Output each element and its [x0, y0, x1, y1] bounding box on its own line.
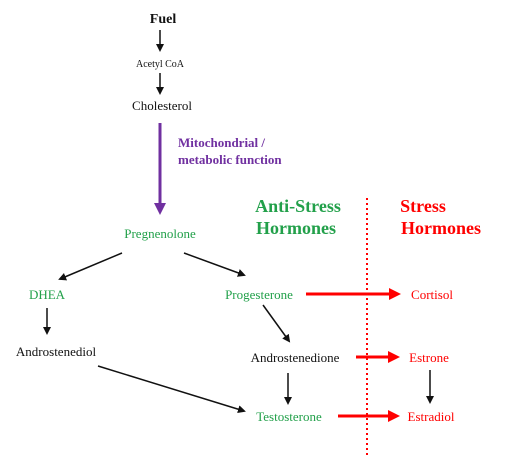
node-androstenediol: Androstenediol — [16, 344, 97, 359]
node-androstenedione: Androstenedione — [251, 350, 340, 365]
arrow-progesterone-to-androstenedione — [262, 304, 291, 343]
node-dhea: DHEA — [29, 287, 66, 302]
mitochondrial-label-line2: metabolic function — [178, 152, 282, 167]
stress-header-line2: Hormones — [401, 218, 481, 238]
node-testosterone: Testosterone — [256, 409, 322, 424]
anti-stress-header-line1: Anti-Stress — [255, 196, 341, 216]
node-estrone: Estrone — [409, 350, 449, 365]
node-acetyl-coa: Acetyl CoA — [136, 59, 185, 70]
node-pregnenolone: Pregnenolone — [124, 226, 196, 241]
arrow-pregnenolone-to-progesterone — [183, 252, 246, 277]
arrow-androstenediol-to-testosterone — [97, 365, 246, 414]
mitochondrial-label-line1: Mitochondrial / — [178, 135, 265, 150]
arrow-pregnenolone-to-dhea — [58, 252, 123, 281]
node-cortisol: Cortisol — [411, 287, 453, 302]
anti-stress-header-line2: Hormones — [256, 218, 336, 238]
stress-header-line1: Stress — [400, 196, 446, 216]
node-estradiol: Estradiol — [408, 409, 455, 424]
node-cholesterol: Cholesterol — [132, 98, 192, 113]
node-fuel: Fuel — [150, 12, 177, 27]
node-progesterone: Progesterone — [225, 287, 293, 302]
